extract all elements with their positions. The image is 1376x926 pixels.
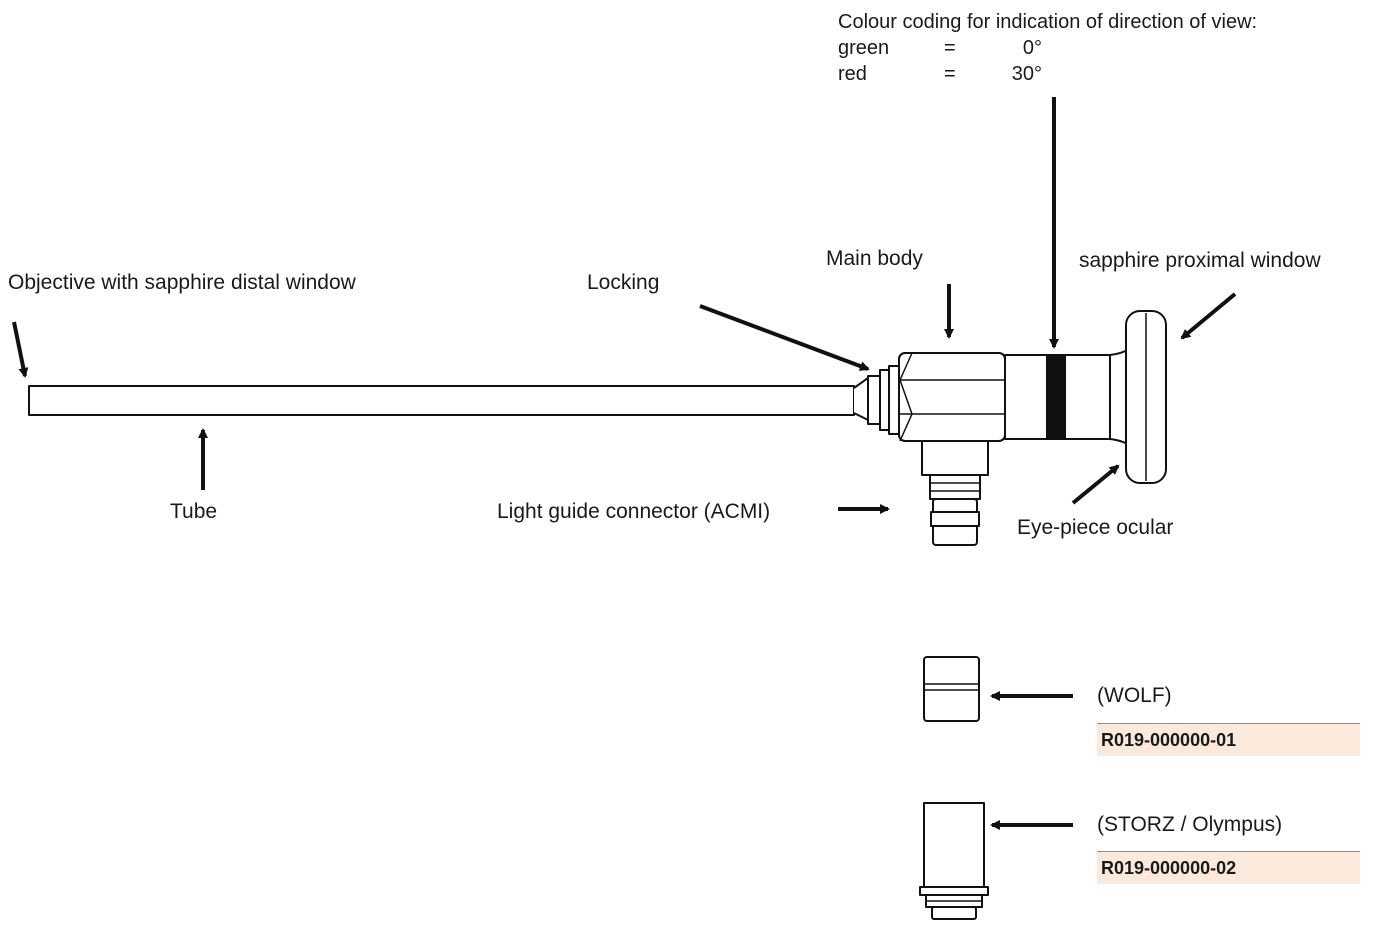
light-guide-stem [921,440,989,476]
legend-row-green: green = 0° [838,35,1257,61]
colour-band [1046,354,1066,440]
legend-angle: 30° [1011,63,1042,85]
label-proximal-window: sapphire proximal window [1079,249,1321,272]
arrow-locking [699,304,870,371]
arrow-eyepiece [1071,464,1120,505]
main-body-shape [898,352,1006,442]
legend-title: Colour coding for indication of directio… [838,11,1258,33]
label-locking: Locking [587,271,660,294]
part-number-storz: R019-000000-02 [1097,851,1360,884]
label-tube: Tube [170,500,218,523]
tube-shape [28,385,855,416]
legend-angle: 0° [1022,37,1042,59]
legend-equals: = [944,37,956,59]
wolf-adapter-shape [923,656,980,722]
taper-shape [853,377,869,421]
arrow-objective [12,321,29,378]
label-objective: Objective with sapphire distal window [8,271,356,294]
arrow-proximal-window [1180,292,1237,340]
label-main-body: Main body [826,247,923,270]
adapter-name-wolf: (WOLF) [1097,684,1172,707]
colour-coding-legend: Colour coding for indication of directio… [838,9,1257,87]
legend-row-red: red = 30° [838,61,1257,87]
legend-equals: = [944,63,956,85]
label-eyepiece: Eye-piece ocular [1017,516,1174,539]
part-number-wolf: R019-000000-01 [1097,723,1360,756]
storz-adapter-shape [923,802,985,888]
adapter-name-storz: (STORZ / Olympus) [1097,813,1283,836]
legend-color: green [838,37,890,59]
label-light-guide: Light guide connector (ACMI) [497,500,771,523]
legend-color: red [838,63,867,85]
